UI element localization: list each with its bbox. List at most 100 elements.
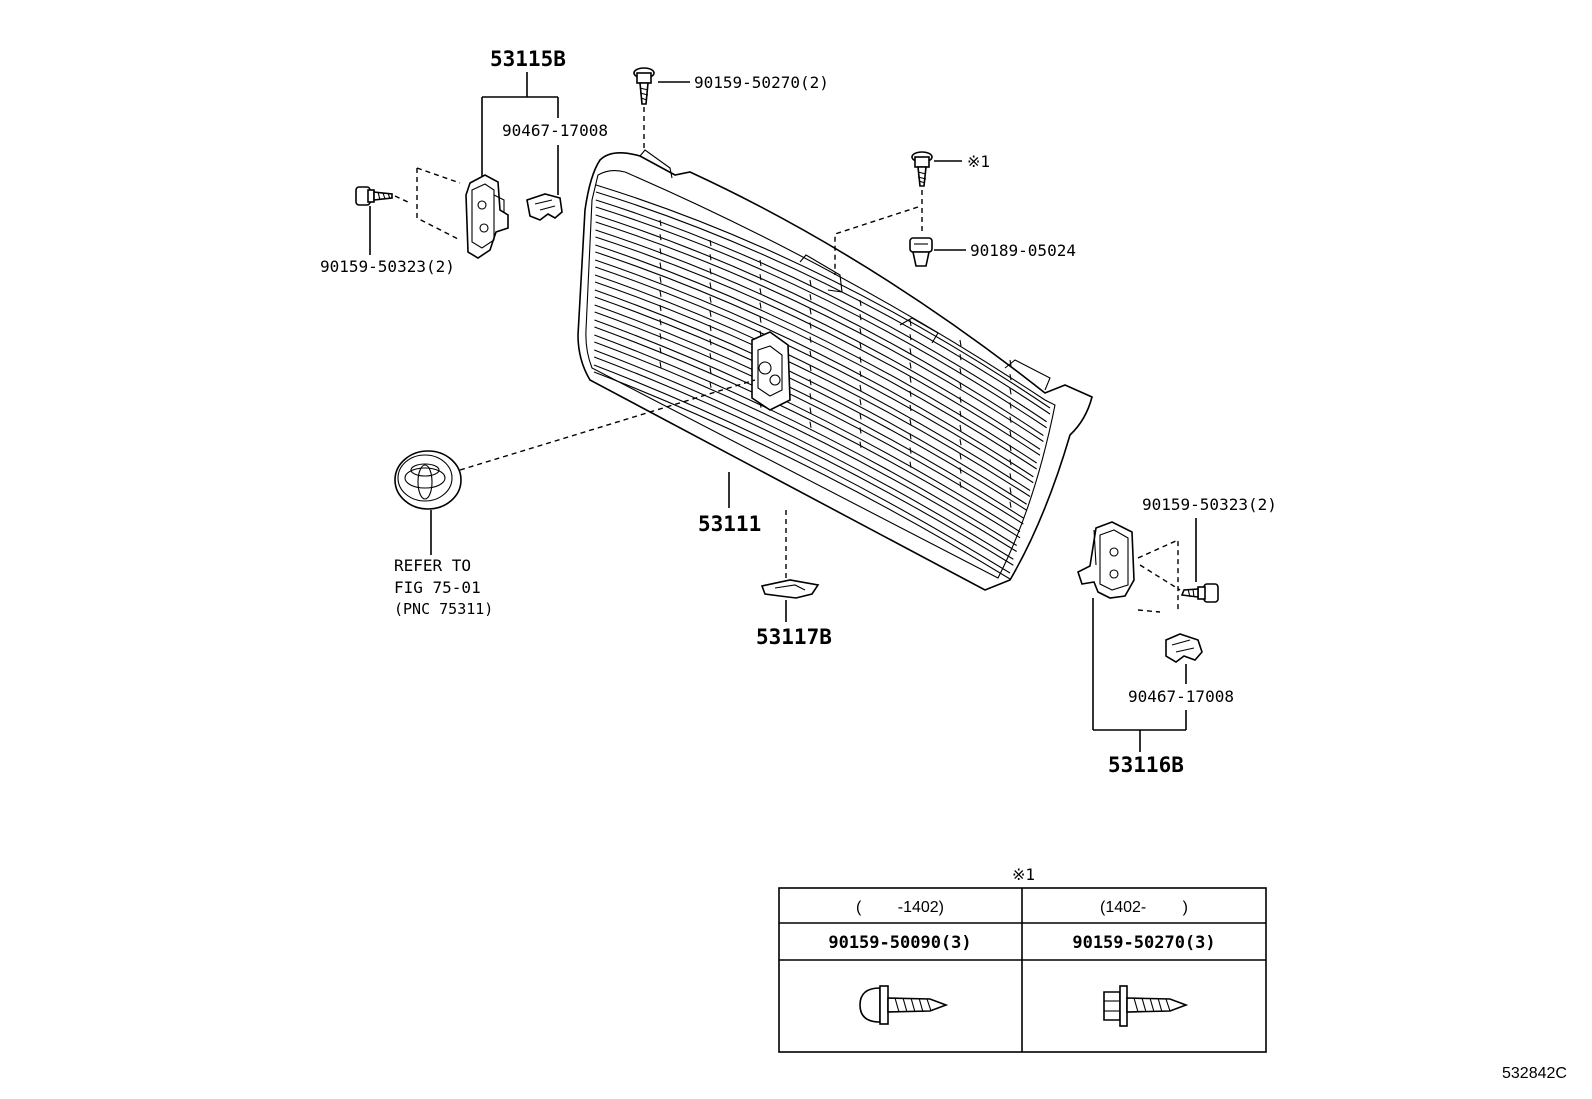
grille-louver-tick bbox=[959, 382, 962, 389]
hex-flange-screw-icon bbox=[1103, 985, 1189, 1027]
grille-louver-tick bbox=[1009, 374, 1012, 381]
grille-louver-tick bbox=[1009, 473, 1012, 480]
top-screw bbox=[633, 67, 690, 150]
grille-louver-tick bbox=[759, 259, 762, 267]
grille-louver-tick bbox=[859, 356, 862, 363]
label-retainer-bottom: 53117B bbox=[756, 625, 832, 649]
label-note-marker: ※1 bbox=[967, 152, 990, 171]
label-bracket-right: 53116B bbox=[1108, 753, 1184, 777]
grille-louver bbox=[594, 304, 1024, 519]
grille-louver-edge bbox=[594, 266, 1034, 484]
grille-louver-edge bbox=[594, 326, 1021, 539]
grille-louver-edge bbox=[595, 221, 1044, 442]
round-head-screw-icon bbox=[859, 985, 949, 1025]
grille-louver-tick bbox=[759, 302, 762, 309]
grille-louver-tick bbox=[859, 441, 862, 448]
grille-louver bbox=[595, 199, 1047, 423]
grille-louver-tick bbox=[709, 239, 712, 247]
label-emblem-ref-2: FIG 75-01 bbox=[394, 578, 481, 597]
grille-louver-tick bbox=[709, 381, 712, 388]
screw-left bbox=[355, 167, 461, 255]
note-table-part-2: 90159-50270(3) bbox=[1072, 933, 1215, 953]
grille-louver bbox=[595, 184, 1051, 409]
grille-louver-tick bbox=[709, 367, 712, 374]
note-table-marker: ※1 bbox=[1012, 865, 1035, 884]
label-emblem-ref-1: REFER TO bbox=[394, 556, 471, 575]
grille-louver-tick bbox=[709, 339, 712, 346]
grille-louver bbox=[595, 214, 1044, 436]
grille-louver-tick bbox=[959, 339, 962, 347]
grille-louver-tick bbox=[909, 404, 912, 412]
grille-louver-edge bbox=[594, 296, 1027, 511]
grille-louver-tick bbox=[909, 376, 912, 383]
grille-louver-tick bbox=[659, 276, 662, 283]
label-screw-right: 90159-50323(2) bbox=[1142, 495, 1277, 514]
emblem bbox=[394, 379, 756, 555]
clip-left bbox=[526, 193, 563, 221]
grille-louver-tick bbox=[659, 347, 662, 354]
grille-louver bbox=[594, 274, 1031, 491]
grille-louver-edge bbox=[594, 281, 1031, 497]
grille-louver-tick bbox=[959, 354, 962, 361]
grille-louver-tick bbox=[909, 419, 912, 426]
grille-louver-tick bbox=[659, 361, 662, 368]
grille-louver-tick bbox=[659, 333, 662, 340]
grille-louver-tick bbox=[709, 254, 712, 261]
grille-louver-edge bbox=[593, 356, 1014, 566]
grille-louver-tick bbox=[909, 334, 912, 341]
grille-louver-tick bbox=[959, 467, 962, 474]
grille-louver-tick bbox=[809, 364, 812, 372]
grille-louver-tick bbox=[909, 447, 912, 454]
grille-louver-tick bbox=[659, 248, 662, 255]
note-table-range-2: (1402- ) bbox=[1100, 899, 1188, 916]
note-screw bbox=[911, 151, 962, 235]
retainer-bottom bbox=[760, 510, 820, 622]
grille-louver-tick bbox=[859, 314, 862, 321]
grille-louver-tick bbox=[1009, 444, 1012, 452]
grille-louver-tick bbox=[659, 219, 662, 227]
bracket-right-leaders bbox=[1092, 598, 1187, 752]
grille-louver-tick bbox=[1009, 501, 1012, 508]
label-screw-left: 90159-50323(2) bbox=[320, 257, 455, 276]
grille-louver-tick bbox=[959, 481, 962, 488]
grille-louver-tick bbox=[759, 288, 762, 295]
grille-louver-tick bbox=[909, 348, 912, 355]
grille-louver-tick bbox=[809, 308, 812, 315]
label-bracket-left: 53115B bbox=[490, 47, 566, 71]
label-grille: 53111 bbox=[698, 512, 761, 536]
grille-louver-tick bbox=[759, 316, 762, 323]
grille-louver bbox=[595, 244, 1037, 464]
grille-louver-tick bbox=[859, 342, 862, 349]
grille-louver-tick bbox=[709, 324, 712, 332]
grille-louver-tick bbox=[859, 299, 862, 307]
grille-louver-tick bbox=[809, 350, 812, 357]
grille-louver bbox=[593, 364, 1011, 574]
grille-louver-tick bbox=[709, 296, 712, 303]
figure-code: 532842C bbox=[1502, 1065, 1567, 1082]
grille-louver-tick bbox=[809, 421, 812, 428]
label-clip-left: 90467-17008 bbox=[502, 121, 608, 140]
grille-louver-tick bbox=[1009, 388, 1012, 395]
grille-louver-edge bbox=[593, 371, 1011, 580]
grille-louver-tick bbox=[809, 279, 812, 287]
grille-louver-edge bbox=[595, 236, 1041, 456]
grille-louver-tick bbox=[1009, 459, 1012, 466]
grille-louver-tick bbox=[709, 268, 712, 275]
grille-louver-tick bbox=[809, 379, 812, 386]
label-screw-top: 90159-50270(2) bbox=[694, 73, 829, 92]
grille-louver-tick bbox=[959, 424, 962, 432]
label-clip-right: 90467-17008 bbox=[1128, 687, 1234, 706]
grille-louver-tick bbox=[659, 319, 662, 326]
grille-louver-tick bbox=[909, 433, 912, 440]
note-table-part-1: 90159-50090(3) bbox=[828, 933, 971, 953]
grille-louver-tick bbox=[859, 328, 862, 335]
bracket-right bbox=[1077, 521, 1135, 599]
grille-louver-tick bbox=[809, 336, 812, 343]
grille-louver-edge bbox=[594, 311, 1024, 525]
grille-louver-edge bbox=[595, 191, 1051, 415]
grille-louver-tick bbox=[909, 390, 912, 397]
grille-louver bbox=[594, 334, 1017, 546]
grille-louver-tick bbox=[809, 322, 812, 329]
grille-louver-tick bbox=[659, 234, 662, 241]
grille-louver-tick bbox=[959, 453, 962, 460]
